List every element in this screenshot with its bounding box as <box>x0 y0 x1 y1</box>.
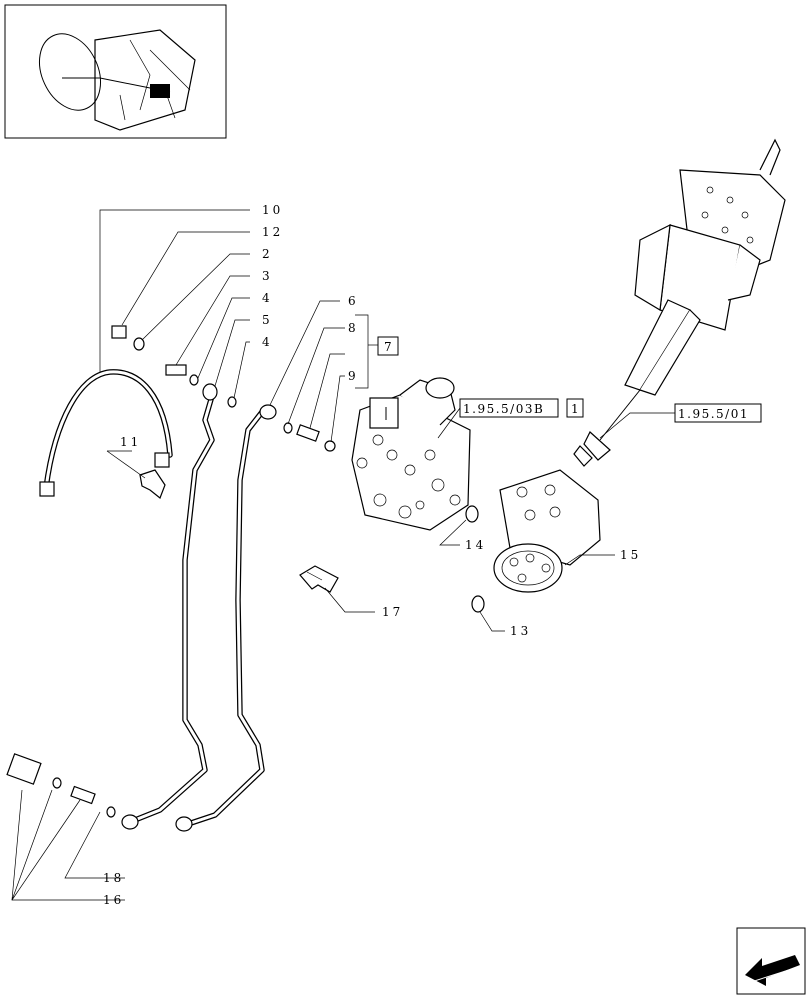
o-ring-13 <box>471 595 485 613</box>
reference-valve-label: 1.95.5/03B <box>463 402 544 416</box>
pipe-line-a <box>127 393 215 825</box>
label-18: 18 <box>103 871 124 885</box>
thumbnail-view <box>4 4 227 139</box>
label-4-bottom: 4 <box>262 335 270 349</box>
label-6: 6 <box>348 294 356 308</box>
elbow-fitting-11 <box>139 469 166 499</box>
steering-column <box>573 138 786 467</box>
steering-wheel-thumbnail-icon <box>39 29 196 131</box>
label-2: 2 <box>262 247 270 261</box>
reference-column-label: 1.95.5/01 <box>678 407 749 421</box>
label-4-top: 4 <box>262 291 270 305</box>
label-8: 8 <box>348 321 356 335</box>
label-7: 7 <box>384 340 392 354</box>
label-11: 11 <box>120 435 141 449</box>
label-14: 14 <box>465 538 486 552</box>
pipe-line-b <box>182 409 265 828</box>
label-1: 1 <box>571 402 579 416</box>
label-9: 9 <box>348 369 356 383</box>
label-10: 10 <box>262 203 283 217</box>
label-12: 12 <box>262 225 283 239</box>
label-3: 3 <box>262 269 270 283</box>
reference-column-box: 1.95.5/01 <box>674 403 762 423</box>
callout-box-1: 1 <box>566 398 584 418</box>
reference-valve-box: 1.95.5/03B <box>459 398 559 418</box>
o-ring-14 <box>465 505 479 523</box>
label-5: 5 <box>262 313 270 327</box>
label-16: 16 <box>103 893 124 907</box>
label-13: 13 <box>510 624 531 638</box>
arrow-back-icon <box>745 955 800 986</box>
label-15: 15 <box>620 548 641 562</box>
steering-motor <box>493 469 601 593</box>
steering-valve-unit <box>351 377 471 531</box>
navigation-arrow[interactable] <box>736 927 806 995</box>
leader-lines <box>11 209 675 901</box>
hose-clip <box>299 565 339 593</box>
hose-10 <box>39 369 173 497</box>
callout-box-7: 7 <box>377 336 399 356</box>
fittings <box>6 325 336 832</box>
label-17: 17 <box>382 605 403 619</box>
